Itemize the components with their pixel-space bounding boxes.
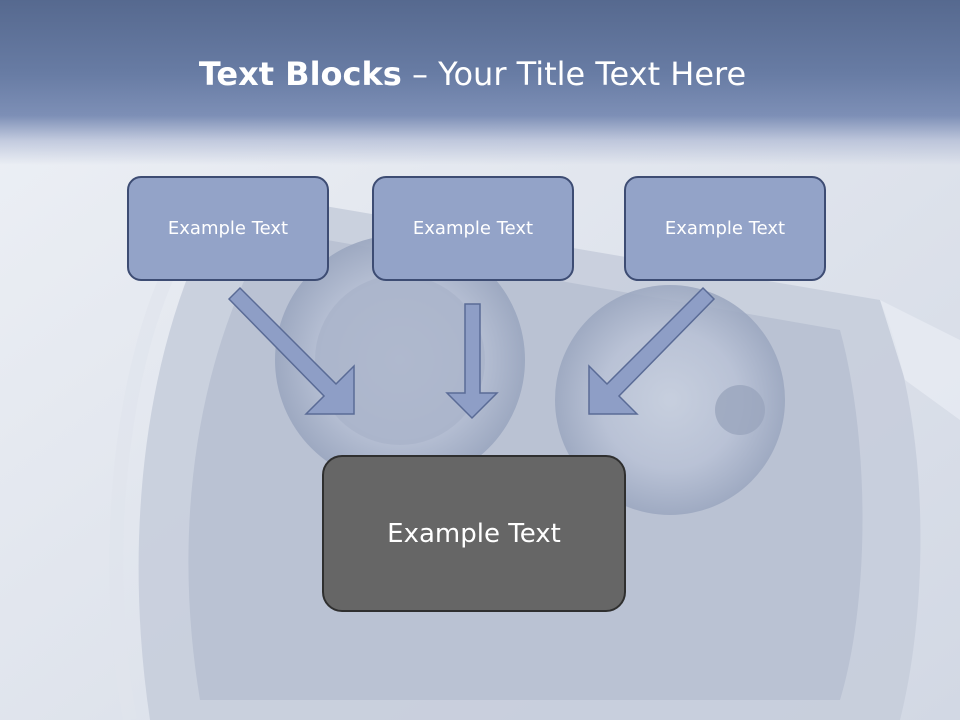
text-block-2-label: Example Text bbox=[412, 218, 534, 239]
arrow-center-down bbox=[445, 303, 499, 420]
text-block-3-label: Example Text bbox=[664, 218, 786, 239]
title-band bbox=[0, 0, 960, 165]
text-block-1[interactable]: Example Text bbox=[127, 176, 329, 281]
arrow-right-diagonal bbox=[588, 286, 716, 415]
main-text-block-label: Example Text bbox=[387, 518, 561, 549]
title-rest: Your Title Text Here bbox=[438, 55, 747, 93]
title-dash: – bbox=[411, 55, 428, 93]
slide-title: Text Blocks – Your Title Text Here bbox=[0, 52, 945, 96]
arrow-left-diagonal bbox=[227, 286, 355, 415]
text-block-1-label: Example Text bbox=[167, 218, 289, 239]
text-block-3[interactable]: Example Text bbox=[624, 176, 826, 281]
title-bold-part: Text Blocks bbox=[198, 55, 402, 93]
text-block-2[interactable]: Example Text bbox=[372, 176, 574, 281]
main-text-block[interactable]: Example Text bbox=[322, 455, 626, 612]
